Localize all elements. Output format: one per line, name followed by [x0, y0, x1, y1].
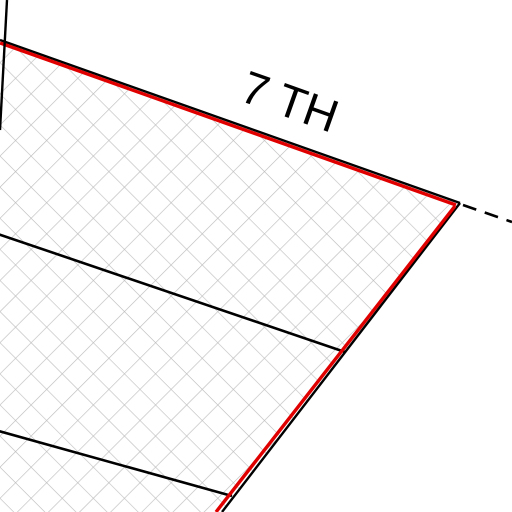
lot-boundary-line [0, 428, 233, 498]
parcel-edge-top [0, 41, 457, 207]
parcel-edge-right-black [221, 202, 461, 512]
neighbor-parcel-line [0, 0, 9, 131]
parcel-outline [0, 41, 457, 512]
lot-boundary-line [0, 231, 346, 354]
selected-parcel-fill[interactable] [0, 40, 460, 512]
parcel-boundary-black [0, 38, 461, 512]
street-centerline-dashed [462, 203, 512, 224]
parcel-edge-right [214, 204, 457, 512]
lot-lines [0, 231, 346, 498]
parcel-edge-top-black [0, 38, 461, 205]
